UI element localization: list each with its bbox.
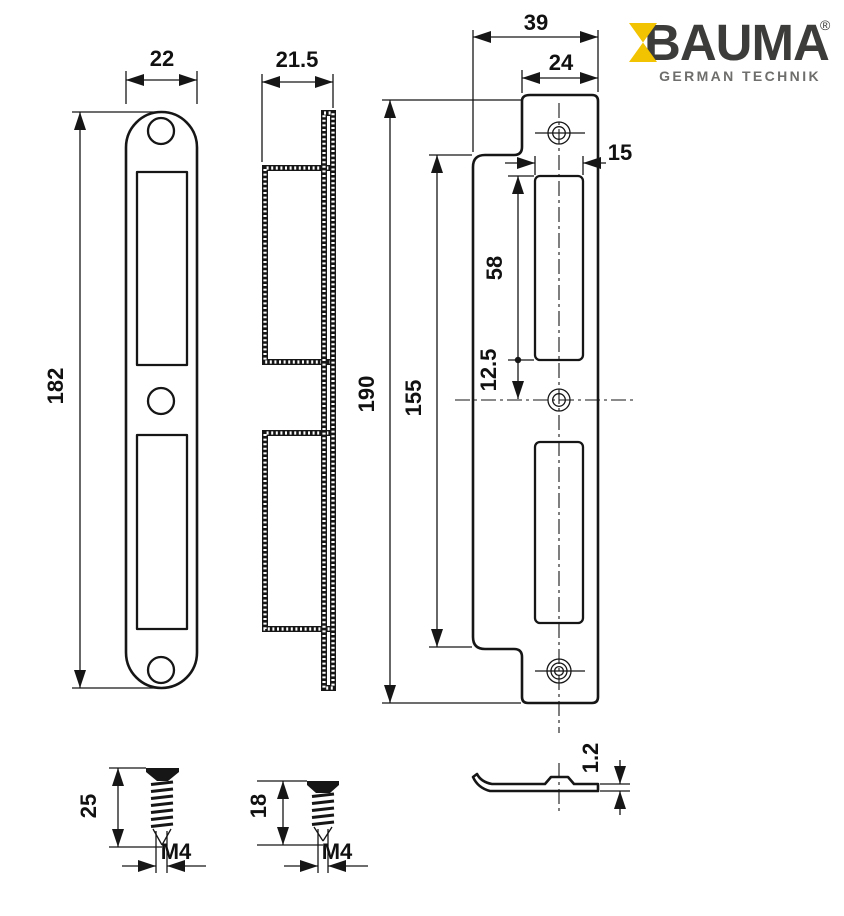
- dim-label-15: 15: [608, 140, 632, 165]
- left-plate-middle-hole: [146, 386, 176, 416]
- dim-label-22: 22: [150, 46, 174, 71]
- dim-label-182: 182: [43, 368, 68, 405]
- logo-brand-text: BAUMA: [644, 14, 829, 71]
- screw-25mm: 25 M4: [76, 767, 206, 873]
- dimension-thickness-1-2: 1.2: [578, 743, 630, 815]
- dim-label-1-2: 1.2: [578, 743, 603, 774]
- side-profile-view: 21.5: [261, 47, 336, 691]
- dim-label-58: 58: [482, 256, 507, 280]
- dim-label-39: 39: [524, 10, 548, 35]
- dimension-tab-width-24: 24: [521, 50, 598, 93]
- dim-label-24: 24: [549, 50, 574, 75]
- dim-label-18: 18: [246, 794, 271, 818]
- logo-accent-top-triangle: [629, 23, 657, 43]
- screw-head: [307, 781, 339, 793]
- right-plate-bottom-screw-hole: [546, 658, 572, 684]
- screw-head: [146, 768, 179, 781]
- logo-accent-bottom-triangle: [629, 42, 657, 62]
- dimension-depth-21-5: 21.5: [261, 47, 334, 162]
- dimension-thread-m4-long: M4: [122, 839, 206, 873]
- right-plate-top-screw-hole: [547, 121, 571, 145]
- dimension-thread-m4-short: M4: [284, 839, 368, 873]
- side-profile-bottom-pocket: [262, 430, 333, 632]
- right-plate-bottom-slot: [533, 440, 585, 625]
- left-plate-top-slot: [135, 170, 189, 367]
- right-plate-top-slot: [533, 174, 585, 362]
- dim-label-12-5: 12.5: [476, 349, 501, 392]
- screw-threads: [150, 780, 174, 829]
- dimension-width-22: 22: [125, 46, 198, 104]
- logo-registered-mark: ®: [820, 17, 831, 33]
- bauma-logo: BAUMA ® GERMAN TECHNIK: [629, 14, 831, 84]
- dim-label-155: 155: [401, 380, 426, 417]
- front-view-right-plate: 39 24 190 155: [354, 10, 633, 733]
- dimension-screw-length-18: 18: [246, 780, 323, 846]
- left-plate-bottom-slot: [135, 433, 189, 631]
- dimension-body-height-155: 155: [401, 154, 472, 648]
- dimension-overall-width-39: 39: [472, 10, 599, 152]
- dimension-screw-length-25: 25: [76, 767, 162, 848]
- dim-label-21-5: 21.5: [276, 47, 319, 72]
- dimension-height-182: 182: [43, 111, 161, 689]
- dimension-slot-to-center-12-5: 12.5: [476, 349, 525, 399]
- thread-label-m4-long: M4: [161, 839, 192, 864]
- dimension-slot-width-15: 15: [505, 140, 632, 175]
- thread-label-m4-short: M4: [322, 839, 353, 864]
- right-plate-center-hole: [547, 388, 571, 412]
- dim-label-190: 190: [354, 376, 379, 413]
- dim-label-25: 25: [76, 794, 101, 818]
- left-plate-bottom-hole: [146, 655, 176, 685]
- left-plate-outline: [124, 110, 199, 690]
- side-profile-top-pocket: [262, 165, 333, 365]
- side-profile-plate-bar: [321, 110, 336, 691]
- bottom-profile-view: 1.2: [471, 743, 630, 815]
- right-plate-outline: [471, 93, 600, 705]
- screw-18mm: 18 M4: [246, 780, 368, 873]
- screw-threads: [311, 792, 335, 827]
- logo-tagline: GERMAN TECHNIK: [659, 68, 821, 84]
- plate-edge-profile: [471, 772, 600, 793]
- dimension-overall-height-190: 190: [354, 99, 521, 704]
- countersunk-screw-long: [146, 768, 179, 873]
- front-view-left-plate: 22 182: [43, 46, 199, 690]
- dimension-slot-length-58: 58: [482, 175, 534, 364]
- left-plate-top-hole: [146, 116, 176, 146]
